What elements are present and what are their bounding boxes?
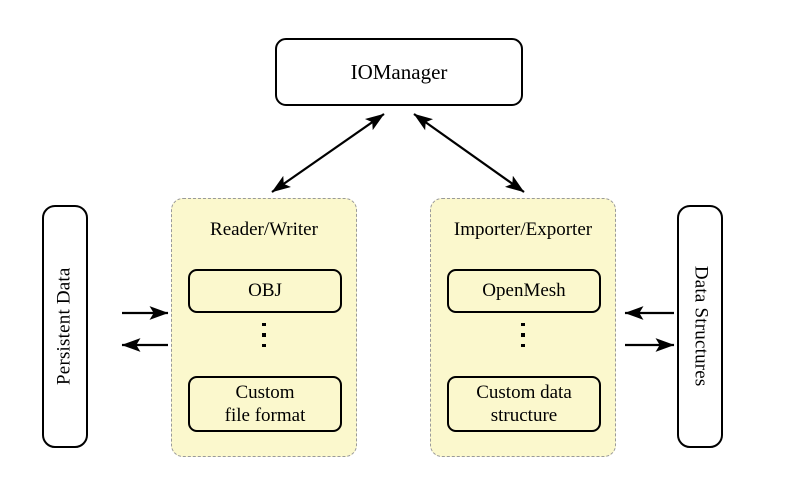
- importer-exporter-ellipsis-icon: [431, 323, 615, 348]
- line-2: file format: [224, 405, 306, 426]
- group-importer-exporter[interactable]: Importer/Exporter OpenMesh Custom data s…: [430, 198, 616, 457]
- io-manager-label: IOManager: [350, 59, 448, 84]
- importer-exporter-item-custom-data-structure-label: Custom data structure: [476, 381, 572, 427]
- dot-icon: [262, 343, 266, 348]
- dot-icon: [521, 333, 525, 337]
- io-manager-node[interactable]: IOManager: [275, 38, 523, 106]
- reader-writer-item-custom-file-format-label: Custom file format: [225, 381, 306, 427]
- arrow-manager-reader-writer: [271, 113, 385, 193]
- reader-writer-ellipsis-icon: [172, 323, 356, 348]
- reader-writer-item-custom-file-format[interactable]: Custom file format: [188, 376, 342, 432]
- dot-icon: [262, 323, 266, 327]
- importer-exporter-item-custom-data-structure[interactable]: Custom data structure: [447, 376, 601, 432]
- group-reader-writer[interactable]: Reader/Writer OBJ Custom file format: [171, 198, 357, 457]
- dot-icon: [521, 323, 525, 327]
- reader-writer-item-obj-label: OBJ: [248, 280, 282, 302]
- group-reader-writer-title: Reader/Writer: [210, 219, 318, 240]
- reader-writer-item-obj[interactable]: OBJ: [188, 269, 342, 313]
- arrow-manager-importer-exporter: [413, 113, 525, 193]
- line-1: Custom: [235, 381, 295, 403]
- group-importer-exporter-title: Importer/Exporter: [453, 219, 593, 240]
- data-structures-node[interactable]: Data Structures: [677, 205, 723, 448]
- dot-icon: [262, 333, 266, 337]
- persistent-data-node[interactable]: Persistent Data: [42, 205, 88, 448]
- importer-exporter-item-openmesh-label: OpenMesh: [482, 280, 566, 302]
- importer-exporter-item-openmesh[interactable]: OpenMesh: [447, 269, 601, 313]
- data-structures-label: Data Structures: [690, 266, 712, 387]
- persistent-data-label: Persistent Data: [53, 267, 75, 386]
- dot-icon: [521, 343, 525, 348]
- line-2: structure: [490, 405, 558, 426]
- line-1: Custom data: [476, 381, 572, 403]
